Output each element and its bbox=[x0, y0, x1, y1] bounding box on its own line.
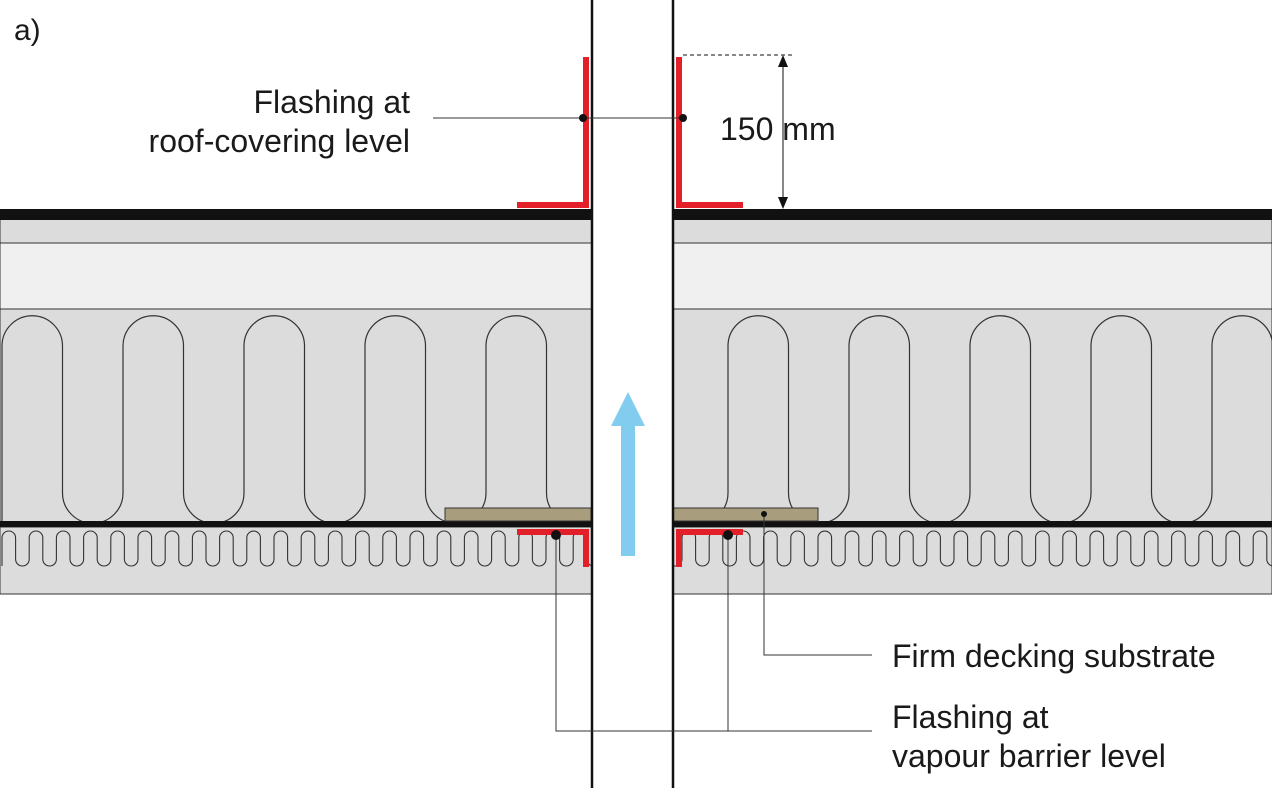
label-flashing-vapour-line1: Flashing at bbox=[892, 699, 1049, 735]
label-flashing-roof-line1: Flashing at bbox=[253, 84, 410, 120]
pipe-penetration bbox=[592, 0, 673, 788]
label-dimension: 150 mm bbox=[720, 111, 836, 147]
leader-flashing-vapour bbox=[551, 530, 872, 732]
leader-decking bbox=[761, 511, 872, 656]
arrow-up-icon bbox=[611, 392, 645, 556]
label-flashing-vapour-line2: vapour barrier level bbox=[892, 738, 1166, 774]
flashing-roof-right bbox=[676, 57, 743, 208]
label-decking: Firm decking substrate bbox=[892, 638, 1216, 674]
flashing-vapour-left bbox=[517, 529, 589, 567]
panel-label: a) bbox=[14, 14, 41, 47]
decking-board-left bbox=[444, 507, 592, 522]
decking-board-right bbox=[672, 507, 819, 522]
leader-flashing-roof bbox=[433, 114, 687, 122]
flashing-roof-left bbox=[517, 57, 589, 208]
label-flashing-roof-line2: roof-covering level bbox=[149, 123, 410, 159]
flashing-vapour-right bbox=[676, 529, 743, 567]
dimension-150mm bbox=[683, 54, 793, 209]
